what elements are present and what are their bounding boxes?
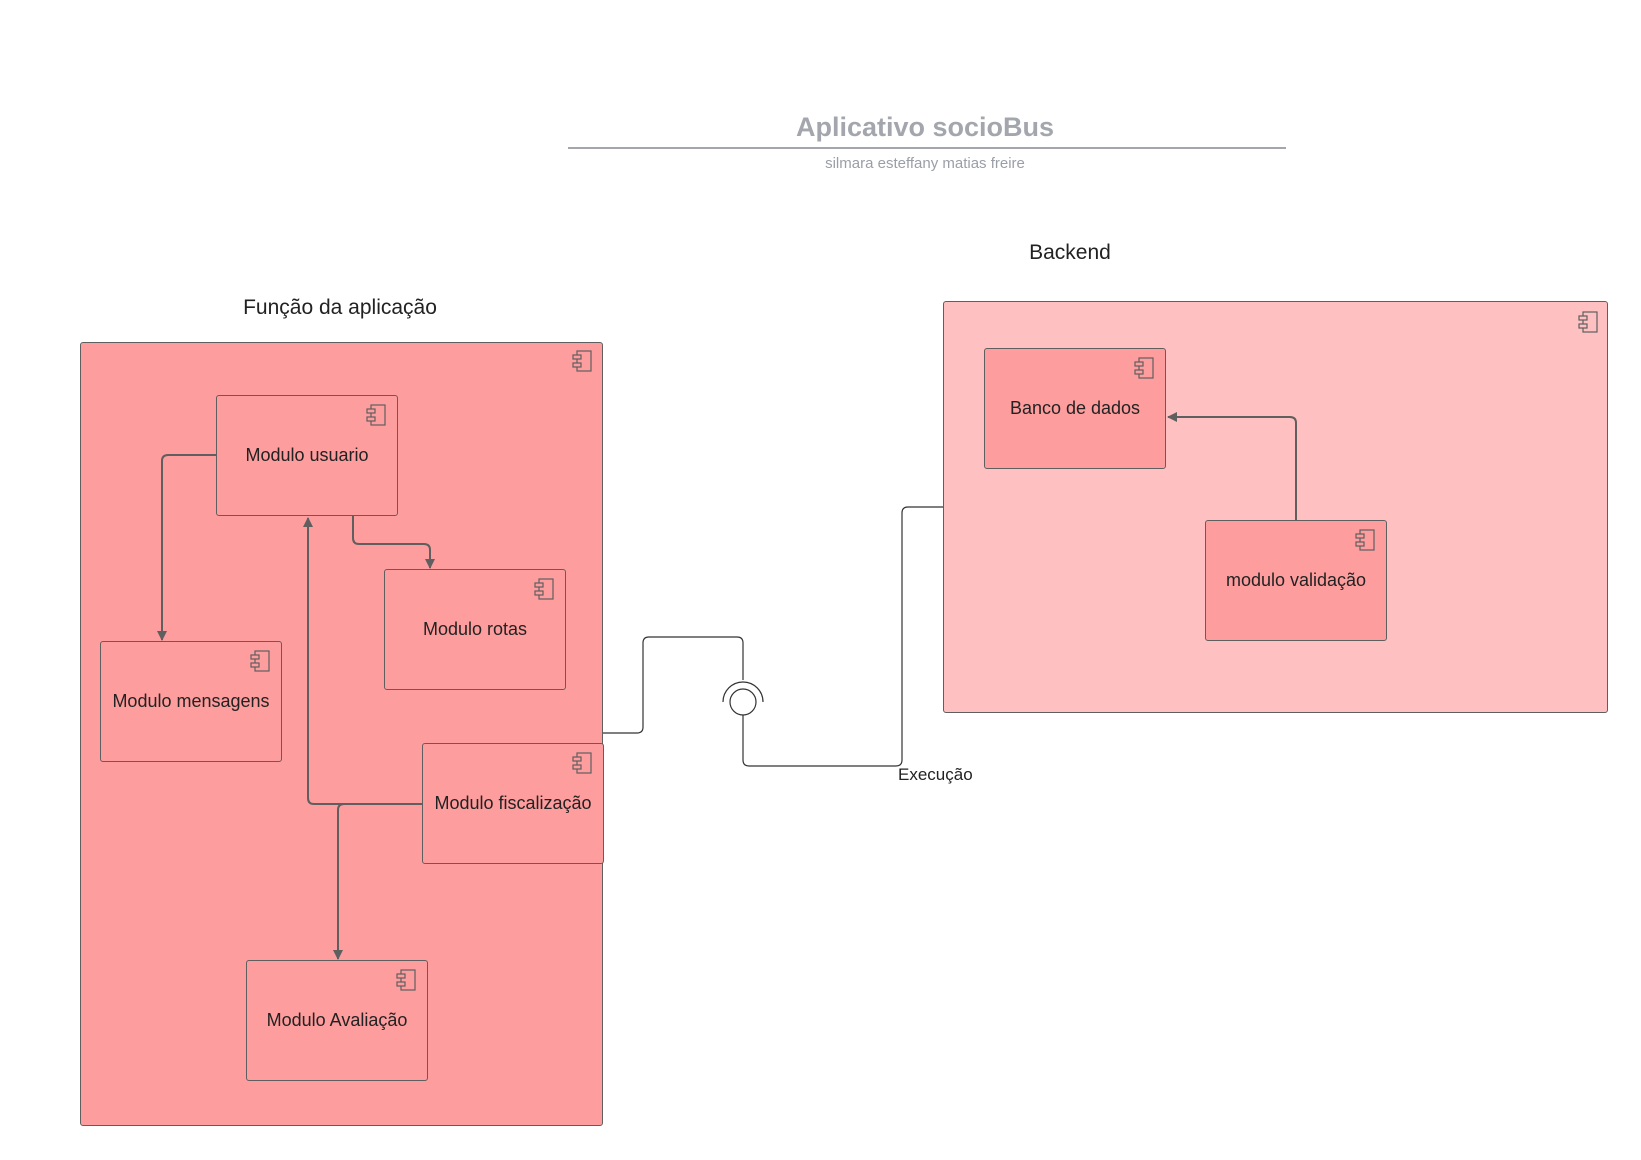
arrow-usuario-to-mensagens[interactable] (157, 454, 216, 641)
arrow-usuario-to-rotas[interactable] (352, 516, 435, 569)
component-modulo-usuario[interactable]: Modulo usuario (216, 395, 398, 516)
diagram-subtitle: silmara esteffany matias freire (825, 155, 1025, 172)
component-icon (396, 969, 416, 991)
component-icon (1134, 357, 1154, 379)
frontend-group-label: Função da aplicação (243, 296, 437, 319)
component-icon (250, 650, 270, 672)
component-label: Banco de dados (1009, 398, 1141, 418)
provided-interface-ball[interactable] (729, 688, 757, 716)
diagram-title: Aplicativo socioBus (795, 112, 1055, 142)
component-label: Modulo mensagens (112, 691, 270, 711)
component-icon (366, 404, 386, 426)
component-banco-de-dados[interactable]: Banco de dados (984, 348, 1166, 469)
connector-interface-to-backend[interactable] (742, 506, 943, 767)
arrow-fiscalizacao-to-avaliacao[interactable] (333, 803, 350, 960)
component-modulo-avaliacao[interactable]: Modulo Avaliação (246, 960, 428, 1081)
component-label: Modulo usuario (245, 445, 369, 465)
component-label: Modulo rotas (422, 619, 528, 639)
component-modulo-rotas[interactable]: Modulo rotas (384, 569, 566, 690)
component-modulo-validacao[interactable]: modulo validação (1205, 520, 1387, 641)
arrow-validacao-to-banco[interactable] (1167, 412, 1297, 520)
arrow-fiscalizacao-to-usuario[interactable] (303, 517, 422, 805)
component-icon (1355, 529, 1375, 551)
component-icon (1578, 311, 1598, 333)
component-modulo-fiscalizacao[interactable]: Modulo fiscalização (422, 743, 604, 864)
backend-group-label: Backend (1029, 241, 1111, 264)
component-label: modulo validação (1225, 570, 1367, 590)
connector-frontend-to-interface[interactable] (603, 636, 744, 734)
component-icon (534, 578, 554, 600)
component-label: Modulo Avaliação (266, 1010, 408, 1030)
required-interface-socket (722, 681, 764, 703)
component-label: Modulo fiscalização (434, 793, 592, 813)
component-icon (572, 350, 592, 372)
component-icon (572, 752, 592, 774)
title-divider (568, 147, 1286, 149)
component-modulo-mensagens[interactable]: Modulo mensagens (100, 641, 282, 762)
connector-label-execucao: Execução (898, 765, 973, 784)
